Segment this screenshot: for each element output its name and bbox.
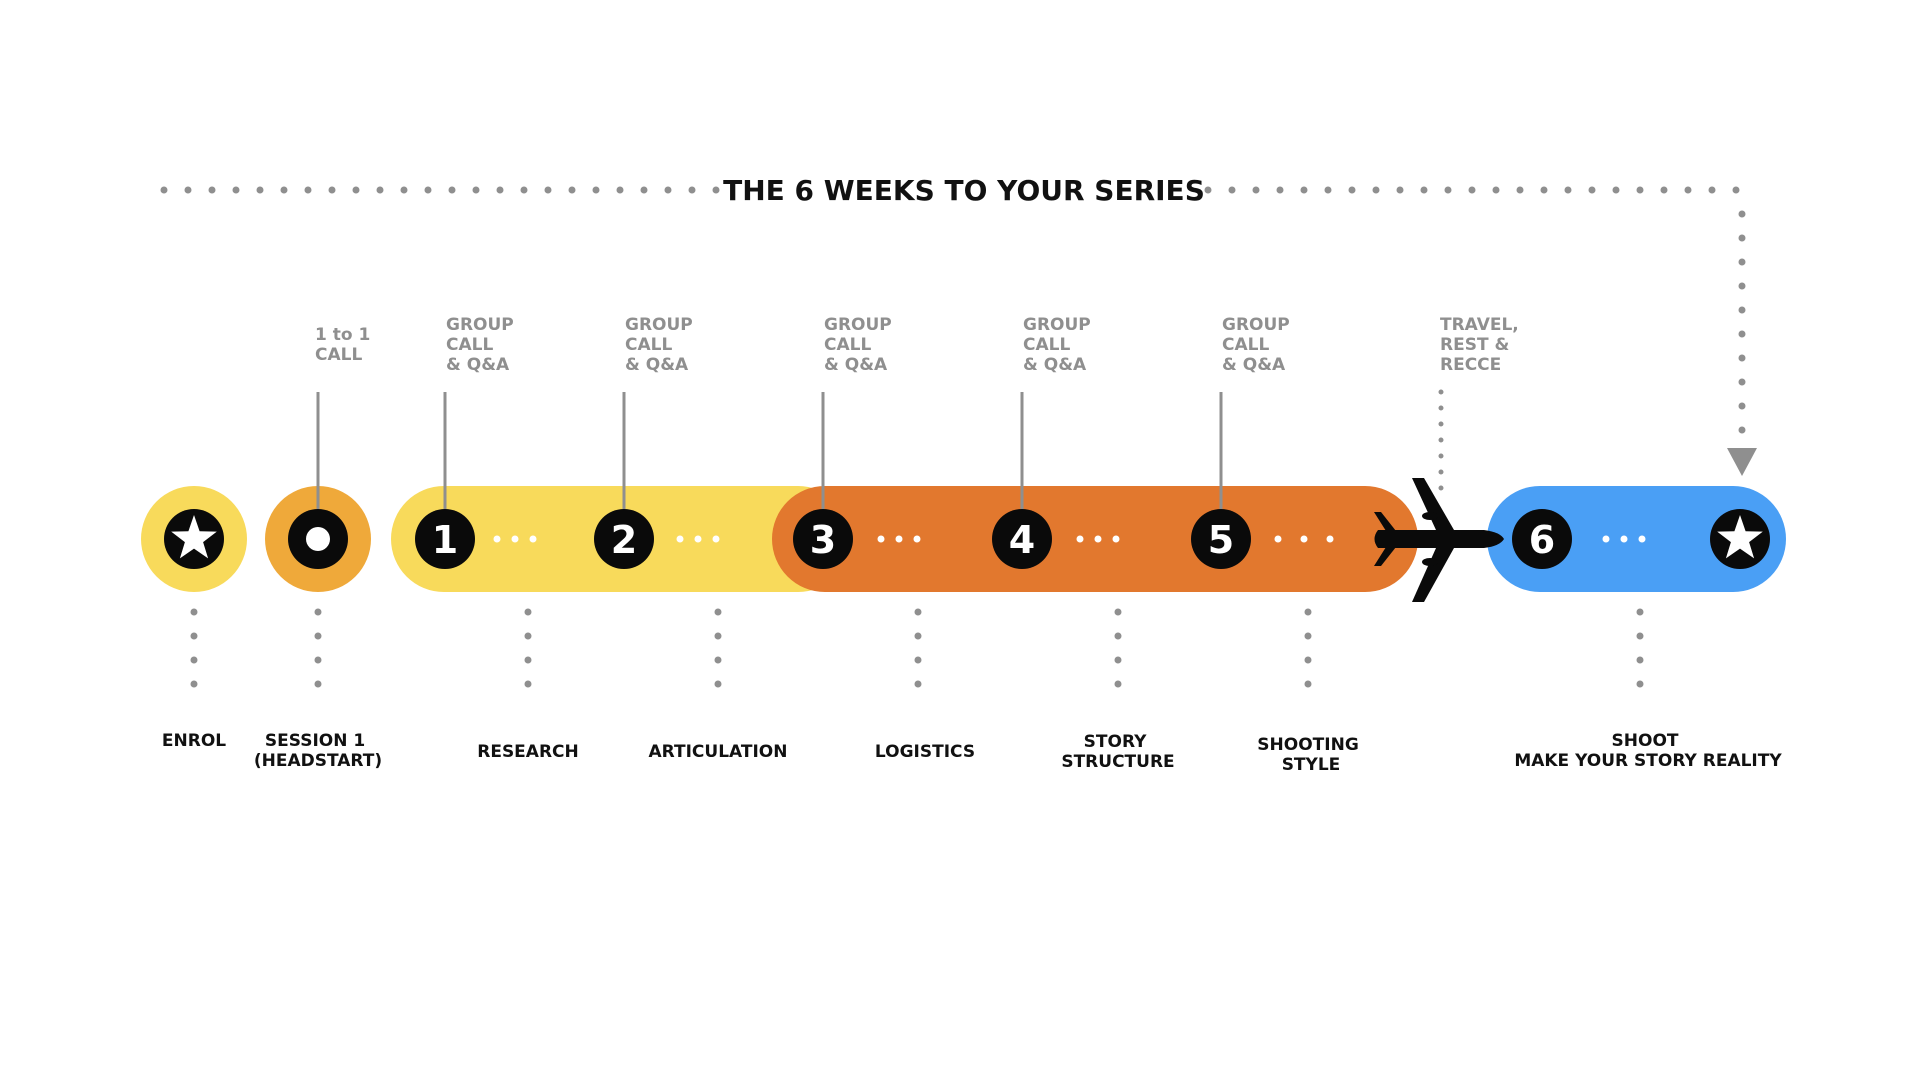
label-enrol: ENROL <box>162 731 226 751</box>
star-icon <box>1717 515 1763 559</box>
marker-week-2: 2 <box>594 509 654 569</box>
label-logistics: LOGISTICS <box>875 742 975 762</box>
marker-week-4: 4 <box>992 509 1052 569</box>
week-number: 1 <box>432 518 458 562</box>
top-label-week-2: GROUP CALL & Q&A <box>625 315 699 375</box>
week-number: 4 <box>1009 518 1035 562</box>
marker-finish <box>1710 509 1770 569</box>
label-research: RESEARCH <box>477 742 579 762</box>
marker-enrol <box>164 509 224 569</box>
label-shoot: SHOOT MAKE YOUR STORY REALITY <box>1514 731 1782 771</box>
marker-week-5: 5 <box>1191 509 1251 569</box>
top-label-week-1: GROUP CALL & Q&A <box>446 315 520 375</box>
label-session-1: SESSION 1 (HEADSTART) <box>254 731 382 771</box>
blue-track-segment <box>1487 486 1786 592</box>
week-number: 2 <box>611 518 637 562</box>
top-label-week-3: GROUP CALL & Q&A <box>824 315 898 375</box>
marker-week-3: 3 <box>793 509 853 569</box>
label-story-structure: STORY STRUCTURE <box>1061 732 1174 772</box>
airplane-icon <box>1374 478 1504 602</box>
bottom-labels: ENROL SESSION 1 (HEADSTART) RESEARCH ART… <box>162 731 1782 775</box>
star-icon <box>171 515 217 559</box>
bottom-connectors <box>190 608 1644 712</box>
label-articulation: ARTICULATION <box>649 742 788 762</box>
markers: 1 2 3 4 5 6 <box>164 509 1770 569</box>
week-number: 5 <box>1208 518 1234 562</box>
label-shooting-style: SHOOTING STYLE <box>1257 735 1364 775</box>
top-label-travel: TRAVEL, REST & RECCE <box>1440 315 1525 375</box>
top-label-session-1: 1 to 1 CALL <box>315 325 376 365</box>
diagram-title: THE 6 WEEKS TO YOUR SERIES <box>723 174 1205 207</box>
top-labels: 1 to 1 CALL GROUP CALL & Q&A GROUP CALL … <box>315 315 1525 375</box>
arrow-down-icon <box>1727 448 1757 476</box>
marker-week-6: 6 <box>1512 509 1572 569</box>
marker-session-1 <box>288 509 348 569</box>
week-number: 3 <box>810 518 836 562</box>
week-number: 6 <box>1529 518 1555 562</box>
top-label-week-5: GROUP CALL & Q&A <box>1222 315 1296 375</box>
top-label-week-4: GROUP CALL & Q&A <box>1023 315 1097 375</box>
circle-icon <box>306 527 330 551</box>
marker-week-1: 1 <box>415 509 475 569</box>
title-connector: THE 6 WEEKS TO YOUR SERIES <box>160 174 1757 476</box>
top-connectors <box>316 392 1223 510</box>
